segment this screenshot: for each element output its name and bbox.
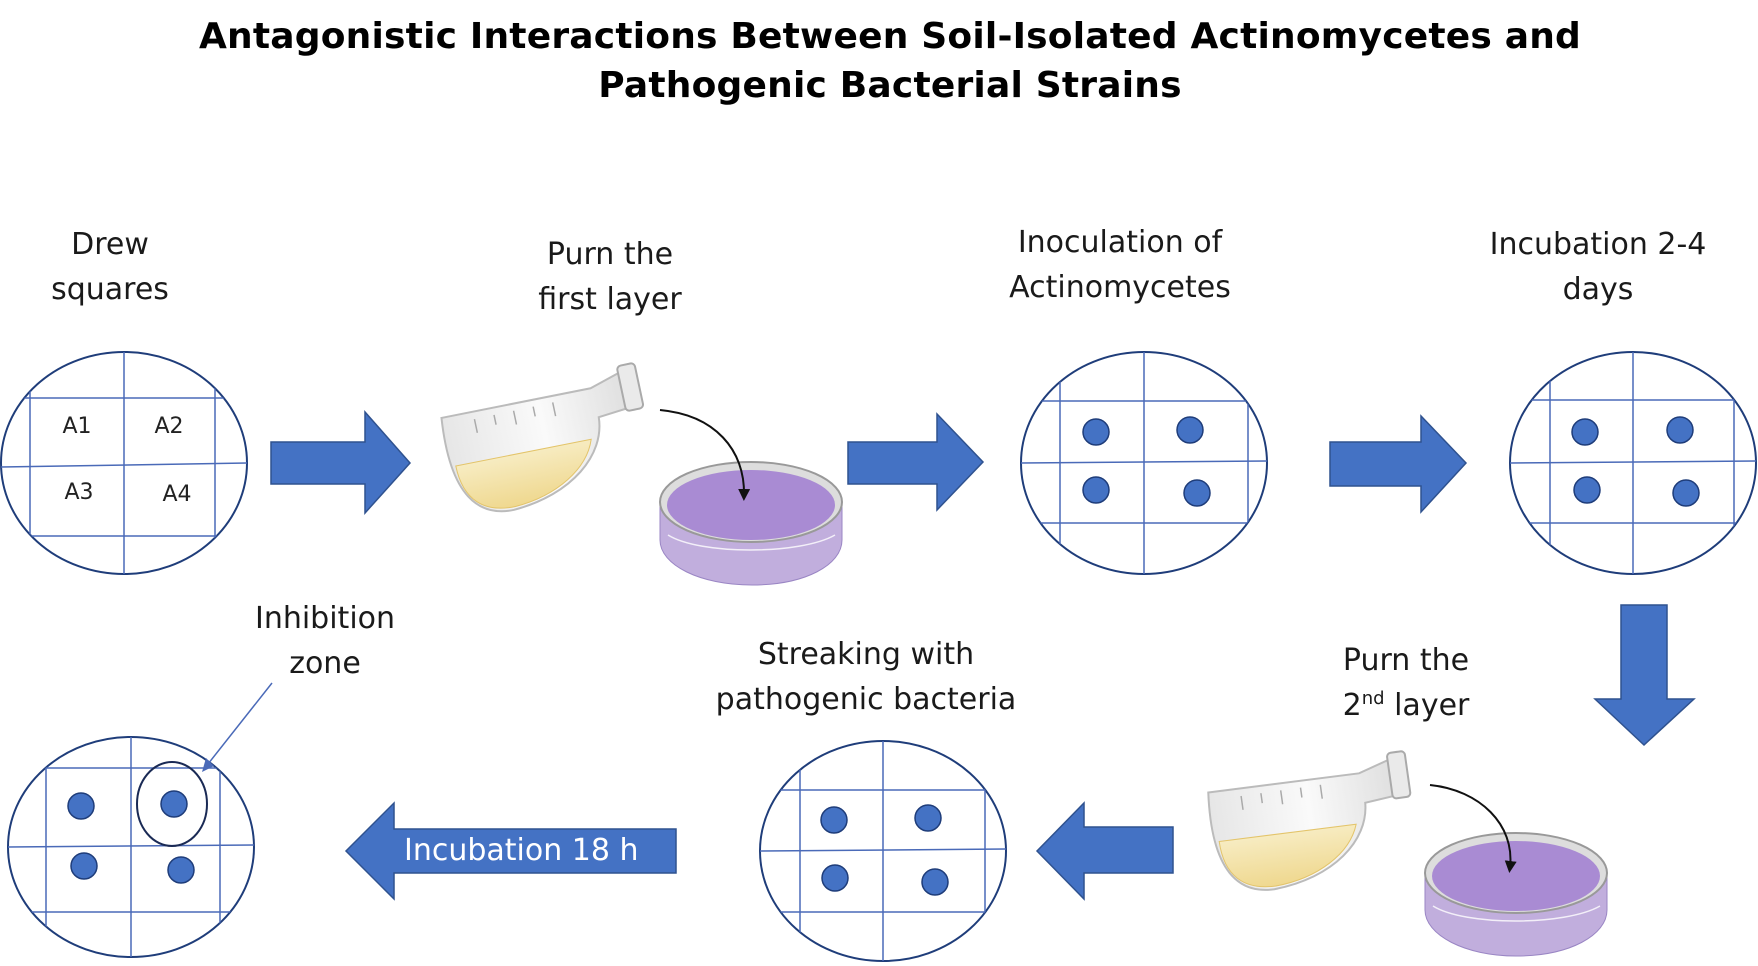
plate-incubation-days xyxy=(1509,351,1757,575)
label-inoculation: Inoculation of Actinomycetes xyxy=(1009,225,1231,305)
square-label-a3: A3 xyxy=(64,480,93,505)
pour-arrow-2 xyxy=(1429,784,1517,873)
square-label-a2: A2 xyxy=(154,414,183,439)
petri-dish-second-layer xyxy=(1424,832,1608,957)
arrow-down xyxy=(1593,604,1696,747)
label-inhibition-zone: Inhibition zone xyxy=(254,601,396,681)
plate-inhibition-zone xyxy=(7,736,255,958)
inhibition-pointer xyxy=(207,682,273,765)
label-drew-squares: Drew squares xyxy=(51,227,169,307)
arrow-right-1 xyxy=(270,410,412,515)
label-incubation-days: Incubation 2-4 days xyxy=(1489,227,1707,307)
arrow-right-3 xyxy=(1329,414,1468,514)
arrow-left-1 xyxy=(1035,801,1174,901)
inhibition-pointer-head xyxy=(202,758,214,772)
square-label-a1: A1 xyxy=(62,414,91,439)
title-line-1: Antagonistic Interactions Between Soil-I… xyxy=(198,16,1582,57)
plate-streaking xyxy=(759,740,1007,962)
pour-arrow-1 xyxy=(659,409,751,501)
flask-pour-second-layer xyxy=(1207,750,1412,891)
label-incubation-18h: Incubation 18 h xyxy=(404,833,639,868)
label-pour-first-layer: Purn the first layer xyxy=(538,237,682,317)
label-pour-second-layer: Purn the 2nd layer xyxy=(1342,643,1470,723)
arrow-left-incubation xyxy=(344,801,677,901)
diagram-title: Antagonistic Interactions Between Soil-I… xyxy=(0,12,1758,110)
petri-dish-first-layer xyxy=(659,461,843,586)
inhibition-zone-ring xyxy=(136,761,208,847)
flask-pour-first-layer xyxy=(440,362,645,513)
plate-drew-squares: A1 A2 A3 A4 xyxy=(0,351,248,575)
title-line-2: Pathogenic Bacterial Strains xyxy=(598,65,1182,106)
square-label-a4: A4 xyxy=(162,482,191,507)
arrow-right-2 xyxy=(847,412,985,512)
label-streaking: Streaking with pathogenic bacteria xyxy=(715,637,1017,717)
plate-inoculation xyxy=(1020,351,1268,575)
